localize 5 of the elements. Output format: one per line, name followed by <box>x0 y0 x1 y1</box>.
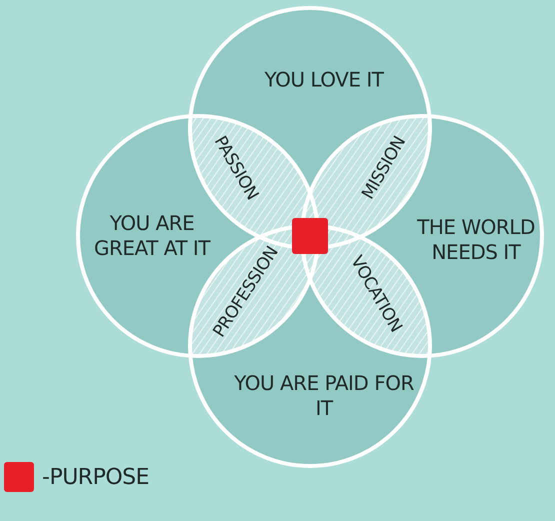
circle-label: YOU ARE GREAT AT IT <box>92 211 212 261</box>
circle-label: YOU LOVE IT <box>264 68 385 92</box>
circle-label: THE WORLD NEEDS IT <box>416 215 536 265</box>
legend-label: -PURPOSE <box>42 464 150 490</box>
circle-label: YOU ARE PAID FOR IT <box>234 371 414 421</box>
